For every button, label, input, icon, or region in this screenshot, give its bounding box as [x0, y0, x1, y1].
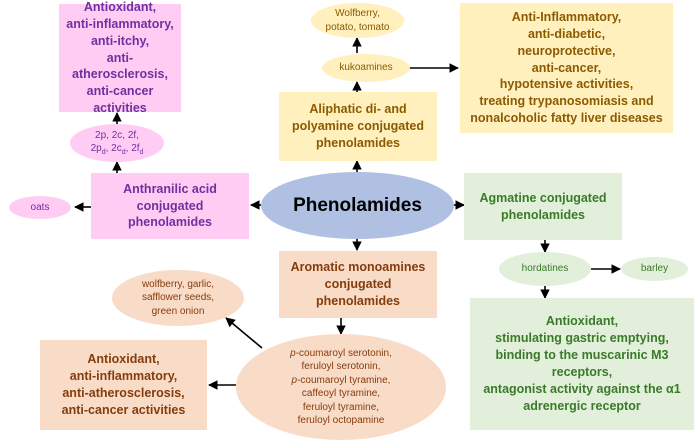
- compound-text: feruloyl tyramine,: [302, 401, 380, 413]
- aliphatic-activities-box: Anti-Inflammatory, anti-diabetic, neurop…: [460, 3, 673, 133]
- anthranilic-compounds-line: 2p, 2c, 2f,: [95, 129, 139, 141]
- source-line: green onion: [151, 305, 205, 317]
- arrow-compounds-to-plants: [225, 317, 263, 349]
- compound-2c-base: 2c: [111, 143, 122, 155]
- activity-line: stimulating gastric emptying,: [495, 331, 669, 346]
- activity-line: anti-diabetic,: [527, 26, 606, 41]
- compound-2f-base: 2f: [131, 143, 140, 155]
- activity-line: nonalcoholic fatty liver diseases: [470, 111, 663, 126]
- source-line: Wolfberry,: [335, 8, 380, 19]
- activity-line: Anti-Inflammatory,: [511, 9, 622, 24]
- compound-line: caffeoyl tyramine,: [290, 387, 392, 401]
- barley-label: barley: [640, 263, 669, 275]
- activity-line: anti-inflammatory,: [66, 16, 174, 31]
- activity-line: anti-atherosclerosis,: [72, 50, 168, 82]
- compound-2p-sub: d: [101, 149, 106, 157]
- compound-prefix: p: [291, 374, 298, 386]
- phenolamides-center-node: Phenolamides: [261, 172, 454, 239]
- activity-line: anti-cancer activities: [86, 84, 154, 116]
- anthranilic-label-line: Anthranilic acid: [123, 181, 217, 196]
- activity-line: antagonist activity against the α1: [483, 381, 681, 396]
- compound-prefix: p: [290, 347, 296, 359]
- aromatic-label-line: conjugated: [324, 277, 392, 292]
- source-line: wolfberry, garlic,: [141, 278, 215, 290]
- compound-text: feruloyl serotonin,: [301, 361, 381, 372]
- anthranilic-compounds-ellipse: 2p, 2c, 2f, 2pd, 2cd, 2fd: [70, 124, 164, 162]
- activity-line: anti-itchy,: [90, 33, 150, 48]
- compound-2f-sub: d: [139, 149, 144, 157]
- compound-text: -coumaroyl tyramine,: [297, 374, 391, 386]
- aromatic-label-line: phenolamides: [315, 293, 401, 308]
- oats-label: oats: [30, 201, 50, 213]
- anthranilic-acid-box: Anthranilic acid conjugated phenolamides: [91, 173, 249, 239]
- activity-line: neuroprotective,: [517, 43, 616, 58]
- compound-line: p-coumaroyl tyramine,: [290, 374, 392, 388]
- source-line: potato, tomato: [325, 21, 390, 33]
- compound-text: caffeoyl tyramine,: [301, 388, 381, 399]
- activity-line: hypotensive activities,: [499, 77, 634, 92]
- source-line: safflower seeds,: [141, 292, 215, 304]
- barley-source-ellipse: barley: [621, 257, 688, 281]
- compound-line: p-coumaroyl serotonin,: [290, 347, 392, 361]
- compound-line: feruloyl octopamine: [290, 414, 392, 428]
- anthranilic-label-line: phenolamides: [127, 215, 213, 230]
- kukoamines-ellipse: kukoamines: [322, 54, 410, 82]
- aliphatic-source-ellipse: Wolfberry, potato, tomato: [311, 3, 404, 38]
- aliphatic-label-line: Aliphatic di- and: [309, 102, 407, 117]
- activity-line: Antioxidant,: [87, 352, 160, 367]
- aromatic-label-line: Aromatic monoamines: [290, 260, 426, 275]
- aliphatic-box: Aliphatic di- and polyamine conjugated p…: [279, 92, 437, 161]
- anthranilic-activities-box: Antioxidant, anti-inflammatory, anti-itc…: [59, 0, 181, 115]
- aromatic-source-ellipse: wolfberry, garlic, safflower seeds, gree…: [112, 270, 244, 326]
- aromatic-compounds-ellipse: p-coumaroyl serotonin, feruloyl serotoni…: [236, 334, 446, 440]
- anthranilic-label-line: conjugated: [136, 198, 204, 213]
- agmatine-label-line: phenolamides: [500, 207, 586, 222]
- compound-2c-sub: d: [121, 149, 126, 157]
- aromatic-box: Aromatic monoamines conjugated phenolami…: [279, 251, 437, 318]
- compound-text: -coumaroyl serotonin,: [295, 347, 392, 359]
- activity-line: receptors,: [551, 365, 613, 379]
- agmatine-label-line: Agmatine conjugated: [479, 190, 607, 205]
- compound-line: feruloyl tyramine,: [290, 401, 392, 415]
- compound-text: feruloyl octopamine: [297, 415, 385, 426]
- anthranilic-compounds-line-sub: 2pd, 2cd, 2fd: [90, 143, 144, 157]
- activity-line: Antioxidant,: [545, 314, 619, 329]
- compound-line: feruloyl serotonin,: [290, 360, 392, 374]
- hordatines-label: hordatines: [521, 263, 569, 275]
- oats-source-ellipse: oats: [9, 196, 71, 219]
- compound-2p-base: 2p: [90, 143, 102, 155]
- activity-line: anti-cancer activities: [61, 402, 186, 417]
- agmatine-activities-box: Antioxidant, stimulating gastric emptyin…: [470, 298, 694, 430]
- aliphatic-label-line: polyamine conjugated: [292, 119, 424, 134]
- activity-line: anti-inflammatory,: [69, 369, 178, 384]
- kukoamines-label: kukoamines: [339, 62, 393, 74]
- phenolamides-center-label: Phenolamides: [293, 194, 422, 216]
- activity-line: treating trypanosomiasis and: [479, 94, 654, 109]
- activity-line: adrenergic receptor: [523, 398, 641, 413]
- agmatine-box: Agmatine conjugated phenolamides: [464, 173, 622, 240]
- activity-line: binding to the muscarinic M3: [495, 348, 669, 363]
- activity-line: anti-atherosclerosis,: [62, 386, 185, 400]
- aliphatic-label-line: phenolamides: [315, 135, 401, 150]
- aromatic-activities-box: Antioxidant, anti-inflammatory, anti-ath…: [40, 340, 207, 430]
- hordatines-ellipse: hordatines: [499, 252, 591, 286]
- activity-line: anti-cancer,: [531, 60, 602, 75]
- activity-line: Antioxidant,: [83, 0, 157, 14]
